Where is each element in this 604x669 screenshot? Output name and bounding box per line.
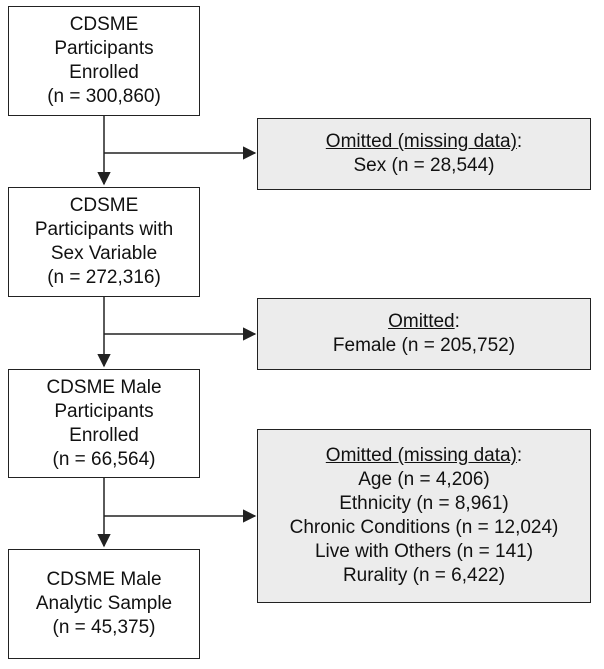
- box-analytic-sample: CDSME Male Analytic Sample (n = 45,375): [8, 549, 200, 659]
- box-omitted-sex: Omitted (missing data): Sex (n = 28,544): [257, 118, 591, 190]
- omitted-header: Omitted (missing data):: [325, 131, 523, 152]
- box-text-line: CDSME Male: [46, 569, 162, 590]
- box-text-line: Enrolled: [69, 424, 139, 446]
- box-male-enrolled: CDSME Male Participants Enrolled (n = 66…: [8, 369, 200, 478]
- omitted-item: Female (n = 205,752): [332, 335, 516, 356]
- omitted-item: Rurality (n = 6,422): [342, 565, 506, 586]
- box-text-line: CDSME: [69, 14, 139, 35]
- box-participants-enrolled: CDSME Participants Enrolled (n = 300,860…: [8, 6, 200, 116]
- box-participants-with-sex: CDSME Participants with Sex Variable (n …: [8, 187, 200, 297]
- omitted-item: Chronic Conditions (n = 12,024): [289, 517, 559, 538]
- box-text-line: Participants: [54, 400, 154, 422]
- box-text-line: Enrolled: [69, 62, 139, 83]
- box-text-line: (n = 300,860): [47, 86, 161, 107]
- box-text-line: Sex Variable: [50, 243, 158, 264]
- box-text-line: Participants with: [34, 219, 174, 240]
- box-text-line: CDSME Male: [46, 376, 162, 398]
- box-text-line: (n = 272,316): [47, 267, 161, 288]
- omitted-header: Omitted:: [388, 311, 460, 332]
- omitted-item: Age (n = 4,206): [358, 469, 490, 490]
- box-text-line: (n = 66,564): [52, 448, 156, 470]
- box-text-line: Analytic Sample: [35, 593, 173, 614]
- box-text-line: Participants: [54, 38, 154, 59]
- omitted-item: Live with Others (n = 141): [314, 541, 534, 562]
- omitted-item: Ethnicity (n = 8,961): [339, 493, 509, 514]
- box-omitted-female: Omitted: Female (n = 205,752): [257, 298, 591, 370]
- omitted-header: Omitted (missing data):: [325, 445, 523, 466]
- box-omitted-missing-data: Omitted (missing data): Age (n = 4,206) …: [257, 429, 591, 603]
- box-text-line: (n = 45,375): [52, 617, 156, 638]
- omitted-item: Sex (n = 28,544): [353, 155, 495, 176]
- box-text-line: CDSME: [69, 195, 139, 216]
